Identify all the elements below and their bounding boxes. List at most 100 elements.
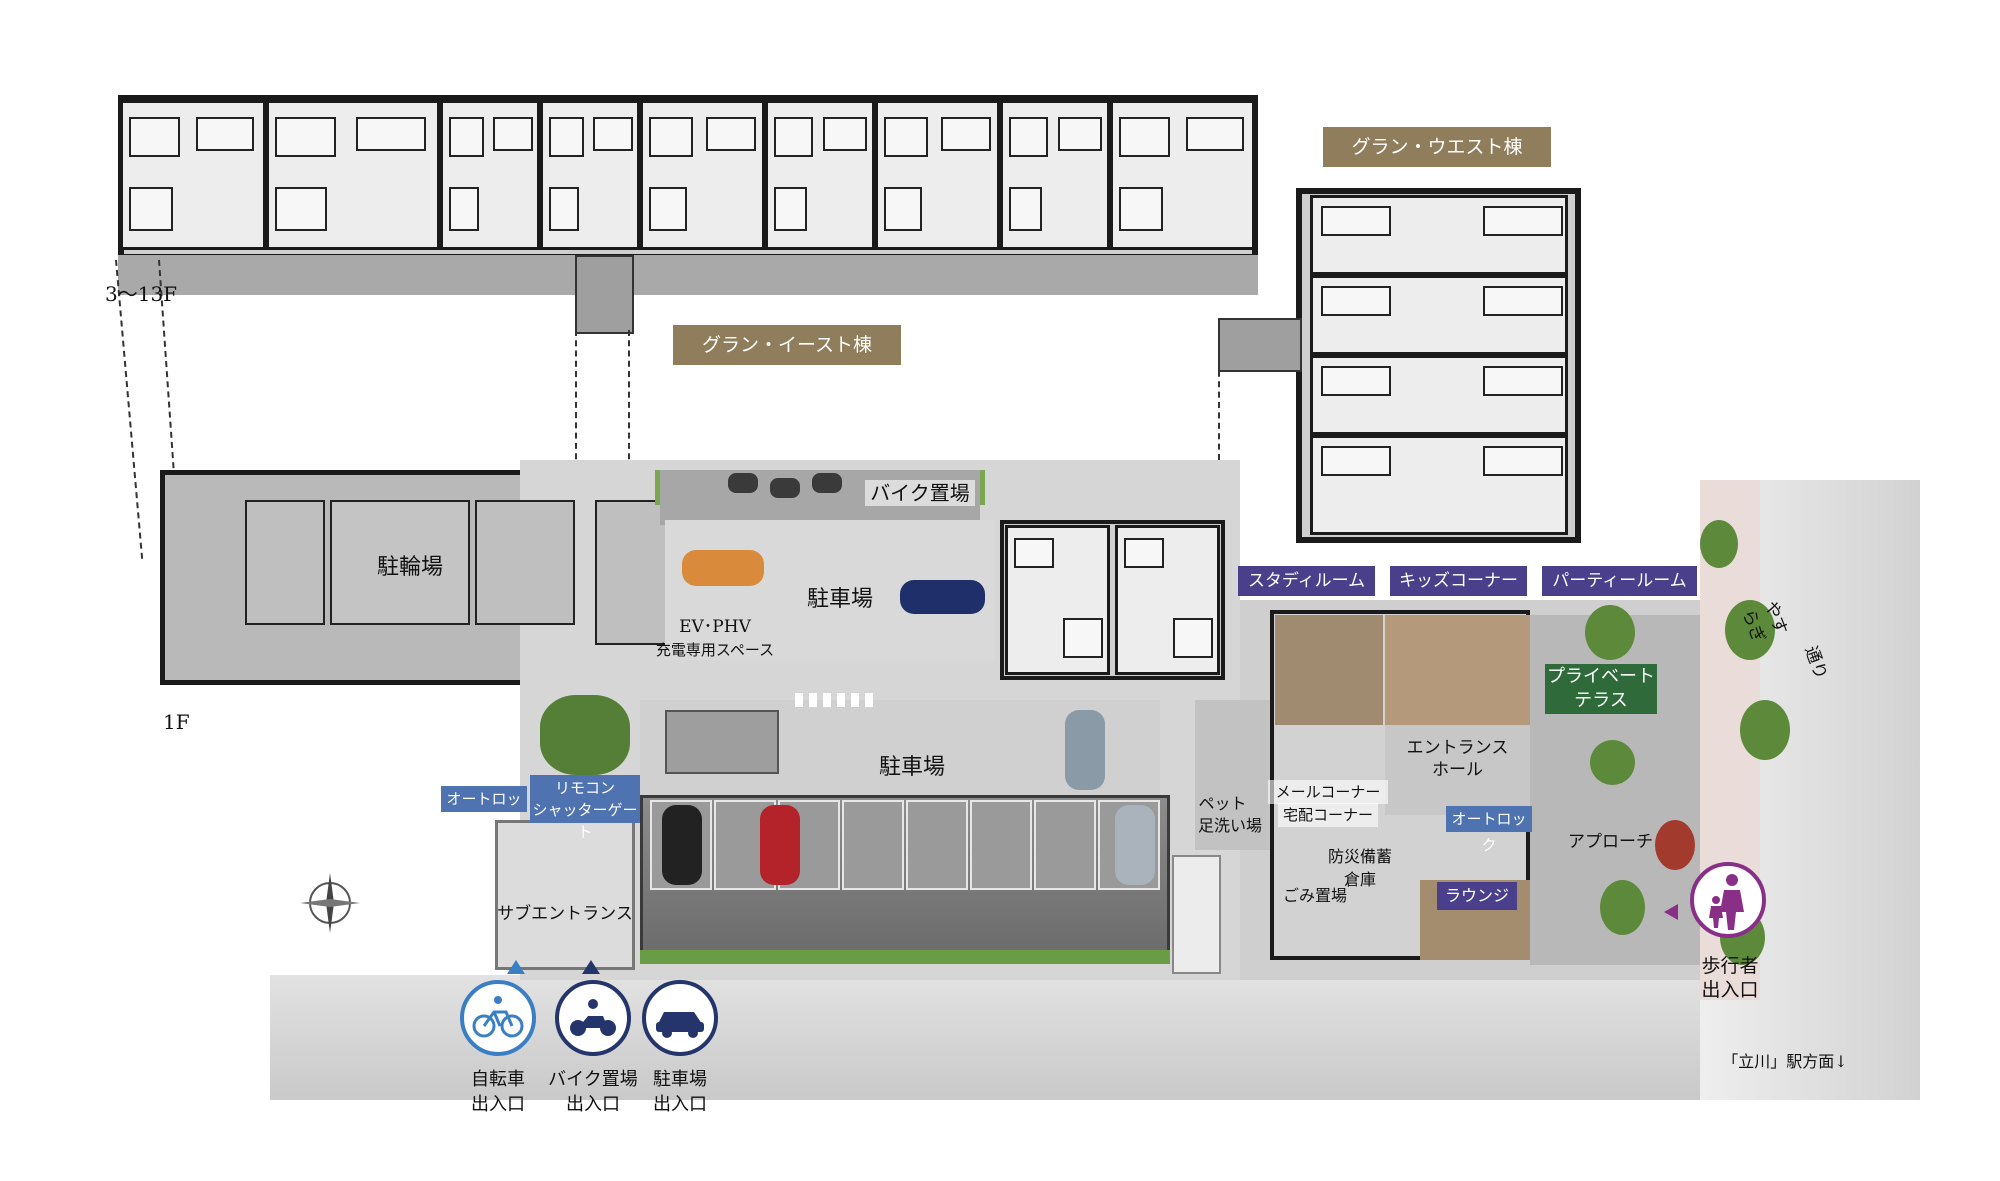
- room: [884, 117, 928, 157]
- pedestrian-arrow-icon: [1664, 904, 1678, 920]
- shrubs-left: [540, 695, 630, 775]
- kids-corner-badge: キッズコーナー: [1390, 566, 1527, 596]
- room: [275, 187, 327, 231]
- floor-label-ground: 1F: [163, 710, 190, 734]
- private-terrace-badge: プライベート テラス: [1545, 664, 1657, 714]
- orange-car: [682, 550, 764, 586]
- room: [941, 117, 991, 151]
- room: [1014, 538, 1054, 568]
- tree: [1585, 605, 1635, 660]
- unit-fg: [1005, 525, 1110, 675]
- motorcycle-shape: [812, 473, 842, 493]
- entrance-label-2: 出入口: [566, 1094, 620, 1115]
- pet-area: [1195, 700, 1270, 850]
- unit-l: [120, 100, 266, 250]
- unit-k: [266, 100, 440, 250]
- room: [493, 117, 533, 151]
- parking-lower-label: 駐車場: [878, 755, 945, 780]
- unit-eg: [1115, 525, 1220, 675]
- room: [1483, 206, 1563, 236]
- room: [1119, 117, 1170, 157]
- tree: [1600, 880, 1645, 935]
- unit-g2: [640, 100, 765, 250]
- storage-label-2: 倉庫: [1343, 870, 1376, 889]
- parking-slot: [970, 800, 1032, 890]
- room: [706, 117, 756, 151]
- car-entrance-icon: [642, 980, 718, 1056]
- unit-i: [540, 100, 640, 250]
- sub-entrance-block: [495, 820, 635, 970]
- parking-crosswalk: [795, 693, 875, 707]
- room: [593, 117, 633, 151]
- autolock-right-badge: オートロック: [1446, 806, 1532, 854]
- room: [1119, 187, 1163, 231]
- bicycle-room-3: [475, 500, 575, 625]
- room: [884, 187, 922, 231]
- room: [1321, 446, 1391, 476]
- room: [129, 187, 173, 231]
- room: [649, 117, 693, 157]
- autolock-left-badge: オートロック: [441, 786, 527, 834]
- guide-line: [628, 330, 630, 490]
- parking-slot: [906, 800, 968, 890]
- room: [356, 117, 426, 151]
- room: [196, 117, 254, 151]
- bicycle-parking-label: 駐輪場: [376, 555, 443, 580]
- pedestrian-label-2: 出入口: [1701, 979, 1759, 1001]
- sub-entrance-label: サブエントランス: [497, 904, 633, 924]
- grass-strip: [640, 950, 1170, 964]
- west-wing-stair: [1218, 318, 1302, 372]
- bicycle-entrance-icon: [460, 980, 536, 1056]
- room: [1009, 117, 1048, 157]
- room: [275, 117, 336, 157]
- room: [1483, 446, 1563, 476]
- entrance-hall: [1385, 725, 1530, 815]
- entrance-hall-label-1: エントランス: [1406, 738, 1509, 758]
- garbage-label: ごみ置場: [1282, 886, 1347, 905]
- motorcycle-entrance-icon: [555, 980, 631, 1056]
- guide-line: [1218, 350, 1220, 460]
- room: [1063, 618, 1103, 658]
- party-room-badge: パーティールーム: [1542, 566, 1697, 596]
- room: [1483, 286, 1563, 316]
- truck: [1172, 855, 1221, 974]
- mail-label-1: メールコーナー: [1268, 780, 1388, 804]
- private-terrace-line1: プライベート: [1547, 666, 1655, 687]
- pedestrian-entrance-icon: [1690, 862, 1766, 938]
- east-wing-label: グラン・イースト棟: [673, 325, 901, 365]
- lounge-badge: ラウンジ: [1437, 882, 1517, 910]
- room: [1009, 187, 1042, 231]
- private-terrace-line2: テラス: [1574, 690, 1628, 711]
- compass-icon: [295, 868, 365, 938]
- car-icon: [650, 988, 710, 1048]
- approach-label: アプローチ: [1568, 832, 1653, 852]
- ev-label-2: 充電専用スペース: [655, 641, 775, 659]
- mail-label-2: 宅配コーナー: [1278, 803, 1378, 827]
- room: [1173, 618, 1213, 658]
- kids-room: [1385, 615, 1535, 725]
- silver-car: [1115, 805, 1155, 885]
- room: [823, 117, 867, 151]
- room: [449, 117, 484, 157]
- pedestrian-label-1: 歩行者: [1701, 955, 1759, 977]
- red-car: [760, 805, 800, 885]
- room: [649, 187, 687, 231]
- tree: [1725, 600, 1775, 660]
- room: [1321, 366, 1391, 396]
- tree: [1590, 740, 1635, 785]
- unit-b: [1310, 355, 1568, 435]
- room: [774, 117, 813, 157]
- unit-j: [440, 100, 540, 250]
- pet-label-2: 足洗い場: [1197, 816, 1262, 835]
- bicycle-room-2: [330, 500, 470, 625]
- room: [774, 187, 807, 231]
- entrance-hall-label-2: ホール: [1432, 760, 1483, 780]
- room: [129, 117, 180, 157]
- unit-e: [1110, 100, 1255, 250]
- parking-slot: [842, 800, 904, 890]
- west-wing-label: グラン・ウエスト棟: [1323, 127, 1551, 167]
- tree: [1700, 520, 1738, 568]
- room: [1186, 117, 1244, 151]
- black-car: [662, 805, 702, 885]
- station-direction: 「立川」駅方面↓: [1722, 1052, 1848, 1071]
